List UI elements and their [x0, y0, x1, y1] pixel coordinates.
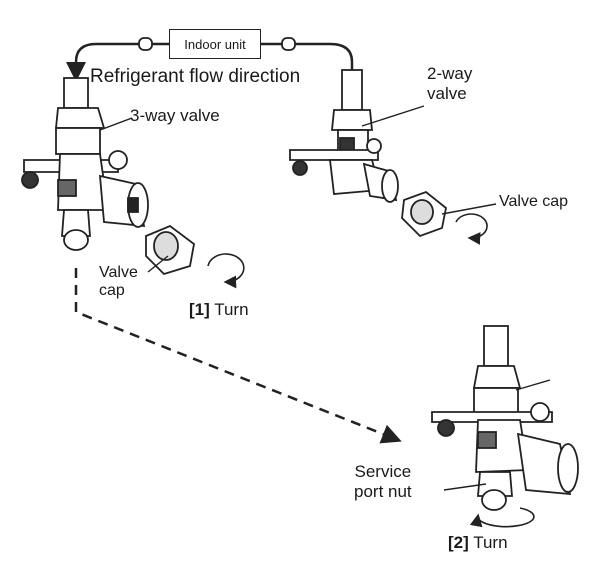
pipe-fittings: [138, 37, 296, 51]
valve-cap-left-leader: [147, 255, 169, 273]
turn-arrow-1: [207, 253, 245, 289]
flow-direction-label: Refrigerant flow direction: [90, 66, 301, 87]
turn-arrow-2: [469, 507, 535, 528]
service-port-line1: Service: [354, 462, 412, 481]
two-way-line2: valve: [427, 83, 467, 103]
service-port-line2: port nut: [354, 481, 412, 501]
three-way-valve: [21, 77, 149, 251]
valve-cap-right-label: Valve cap: [499, 193, 569, 210]
valve-cap-right-leader: [441, 203, 497, 215]
step2-text: Turn: [473, 533, 508, 552]
two-way-line1: 2-way: [427, 64, 473, 83]
step1-num: [1]: [189, 300, 210, 319]
three-way-valve-label: 3-way valve: [130, 106, 220, 125]
valve-cap-left-label: Valve cap: [99, 264, 138, 301]
step1-label: [1] Turn: [189, 300, 249, 320]
step2-label: [2] Turn: [448, 533, 508, 553]
two-way-valve: [289, 69, 399, 203]
refrigerant-pipe: [74, 42, 354, 74]
bottom-valve-leader: [515, 379, 551, 391]
service-port-leader: [443, 483, 487, 491]
indoor-unit-box: Indoor unit: [169, 29, 261, 59]
valve-cap-left: [145, 224, 195, 276]
turn-arrow-right: [455, 213, 488, 245]
dashed-arrow: [74, 268, 402, 444]
valve-cap-left-line1: Valve: [99, 264, 138, 281]
valve-cap-left-line2: cap: [99, 282, 125, 300]
service-port-nut-label: Service port nut: [354, 462, 412, 501]
two-way-valve-label: 2-way valve: [427, 64, 472, 103]
valve-cap-right: [401, 190, 447, 238]
indoor-unit-label: Indoor unit: [184, 36, 246, 52]
three-way-leader: [99, 117, 133, 131]
step1-text: Turn: [214, 300, 249, 319]
three-way-valve-bottom: [431, 325, 579, 511]
step2-num: [2]: [448, 533, 469, 552]
two-way-leader: [361, 105, 425, 127]
